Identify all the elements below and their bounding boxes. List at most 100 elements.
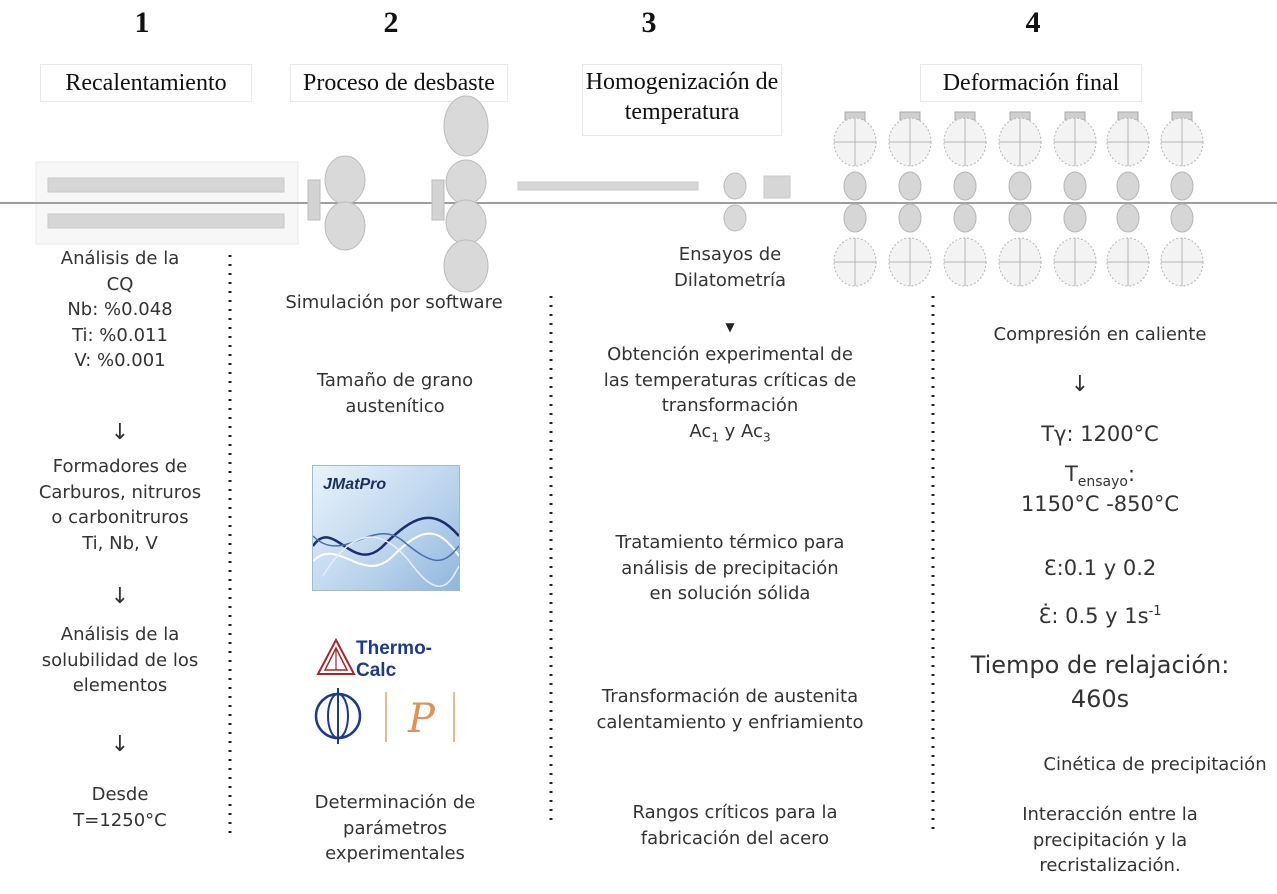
col2-grain-block: Tamaño de grano austenítico xyxy=(280,368,510,419)
col4-t-gamma: Tγ: 1200°C xyxy=(1041,422,1159,446)
col3-line-heating-cooling: calentamiento y enfriamiento xyxy=(596,711,864,733)
homog-roll-bottom xyxy=(723,204,747,232)
svg-text:P: P xyxy=(407,696,436,742)
col2-line-austenitic: austenítico xyxy=(345,395,445,417)
finishing-stand-2 xyxy=(888,111,932,287)
col3-line-obtaining: Obtención experimental de xyxy=(607,344,853,365)
col2-parameters-block: Determinación de parámetros experimental… xyxy=(280,790,510,867)
col3-line-steel: fabricación del acero xyxy=(640,827,830,849)
col1-line-temp: T=1250°C xyxy=(73,809,167,831)
stage-1-number: 1 xyxy=(134,6,150,39)
finishing-stand-4 xyxy=(998,111,1042,287)
col3-line-ranges: Rangos críticos para la xyxy=(632,802,838,823)
stage-4-number: 4 xyxy=(1025,6,1041,39)
col3-critical-temps-block: Obtención experimental de las temperatur… xyxy=(580,342,880,446)
stage-2-title: Proceso de desbaste xyxy=(290,64,508,102)
other-software-logos: P xyxy=(312,686,472,746)
col1-line-solubility-b: solubilidad de los xyxy=(41,649,199,671)
thermocalc-logo-text: Thermo-Calc xyxy=(356,638,432,681)
col3-line-austenite: Transformación de austenita xyxy=(601,686,859,707)
col1-line-analysis: Análisis de la xyxy=(60,248,180,269)
col3-austenite-block: Transformación de austenita calentamient… xyxy=(570,684,890,735)
finishing-stand-7 xyxy=(1160,111,1204,287)
col1-arrow-1: ↓ xyxy=(110,420,130,445)
col3-line-tests: Ensayos de xyxy=(678,244,782,265)
col4-hot-compression: Compresión en caliente xyxy=(993,324,1207,345)
col1-from-block: Desde T=1250°C xyxy=(30,782,210,833)
roughing-work-top xyxy=(445,159,487,205)
col4-t-test-range: 1150°C -850°C xyxy=(1020,492,1180,516)
col3-line-precipitation: análisis de precipitación xyxy=(621,557,839,579)
col4-precipitation-kinetics: Cinética de precipitación xyxy=(1043,754,1267,775)
roughing-roll-1-top xyxy=(324,155,366,205)
furnace-slab-bottom xyxy=(47,213,285,229)
col2-line-grain-size: Tamaño de grano xyxy=(316,370,474,391)
col4-line-interaction: Interacción entre la xyxy=(1022,804,1198,825)
stage-2-number: 2 xyxy=(383,6,399,39)
roughing-backup-bottom xyxy=(443,239,489,293)
finishing-stand-1 xyxy=(833,111,877,287)
col1-arrow-2: ↓ xyxy=(110,584,130,609)
col3-arrow: ▼ xyxy=(725,320,735,334)
col2-line-experimental: experimentales xyxy=(325,843,465,865)
jmatpro-wave-graphic xyxy=(313,516,459,587)
col4-interaction-block: Interacción entre la precipitación y la … xyxy=(980,802,1240,879)
col1-line-nb: Nb: %0.048 xyxy=(67,299,173,321)
col2-line-parameters: parámetros xyxy=(343,817,447,839)
roughing-work-bottom xyxy=(445,199,487,245)
finishing-stand-6 xyxy=(1106,111,1150,287)
col2-software-simulation: Simulación por software xyxy=(285,292,503,313)
col4-arrow: ↓ xyxy=(1070,372,1090,397)
col4-line-precipitation: precipitación y la xyxy=(1032,829,1188,851)
roughing-guide-1 xyxy=(307,179,321,221)
col4-line-recrystallization: recristalización. xyxy=(1039,855,1181,877)
col1-line-elements: Ti, Nb, V xyxy=(82,532,158,554)
furnace-slab-top xyxy=(47,177,285,193)
col4-strain-rate: Ɛ̇: 0.5 y 1s-1 xyxy=(1038,604,1162,628)
finishing-stands xyxy=(833,111,1204,287)
transfer-bar xyxy=(517,181,699,191)
col1-analysis-block: Análisis de la CQ Nb: %0.048 Ti: %0.011 … xyxy=(30,246,210,374)
col1-formers-block: Formadores de Carburos, nitruros o carbo… xyxy=(10,454,230,556)
col2-line-determination: Determinación de xyxy=(314,792,476,813)
stage-3-title-line2: temperatura xyxy=(624,99,740,125)
col3-line-treatment: Tratamiento térmico para xyxy=(615,532,845,553)
col1-line-from: Desde xyxy=(91,784,149,805)
homog-roll-top xyxy=(723,172,747,200)
col1-line-carbonitrides: o carbonitruros xyxy=(51,507,189,529)
homog-block xyxy=(763,175,791,199)
stage-3-title: Homogenización de temperatura xyxy=(582,64,782,136)
col4-t-test-label: Tensayo: xyxy=(1064,462,1136,491)
col1-line-solubility-a: Análisis de la xyxy=(60,624,180,645)
col3-line-critical: las temperaturas críticas de xyxy=(603,369,857,391)
stage-1-title: Recalentamiento xyxy=(40,64,252,102)
roughing-roll-1-bottom xyxy=(324,201,366,251)
stage-4-title: Deformación final xyxy=(920,64,1142,102)
roughing-backup-top xyxy=(443,95,489,157)
circle-and-p-icons: P xyxy=(314,688,455,744)
thermocalc-triangle-icon xyxy=(316,638,356,675)
col1-line-solubility-c: elementos xyxy=(72,675,168,697)
col3-dilatometry-block: Ensayos de Dilatometría xyxy=(630,242,830,293)
col1-line-cq: CQ xyxy=(106,273,134,295)
finishing-stand-5 xyxy=(1053,111,1097,287)
col3-line-transformation: transformación xyxy=(661,395,799,417)
col3-line-ac: Ac1 y Ac3 xyxy=(689,420,771,445)
jmatpro-logo-text: JMatPro xyxy=(323,476,387,493)
col1-line-carbides: Carburos, nitruros xyxy=(38,481,202,503)
col3-line-dilatometry: Dilatometría xyxy=(673,269,787,291)
col3-ranges-block: Rangos críticos para la fabricación del … xyxy=(600,800,870,851)
stage-3-number: 3 xyxy=(641,6,657,39)
col1-line-v: V: %0.001 xyxy=(74,350,166,372)
col1-line-formers: Formadores de xyxy=(52,456,188,477)
col1-line-ti: Ti: %0.011 xyxy=(72,324,168,346)
finishing-stand-3 xyxy=(943,111,987,287)
col4-strain: Ɛ:0.1 y 0.2 xyxy=(1043,556,1157,580)
thermocalc-logo: Thermo-Calc xyxy=(312,632,462,682)
jmatpro-logo: JMatPro xyxy=(312,465,460,591)
col4-line-relaxation: Tiempo de relajación: xyxy=(970,651,1230,679)
col3-line-solid-solution: en solución sólida xyxy=(649,583,811,605)
col4-line-460s: 460s xyxy=(1070,685,1130,714)
col1-solubility-block: Análisis de la solubilidad de los elemen… xyxy=(10,622,230,699)
